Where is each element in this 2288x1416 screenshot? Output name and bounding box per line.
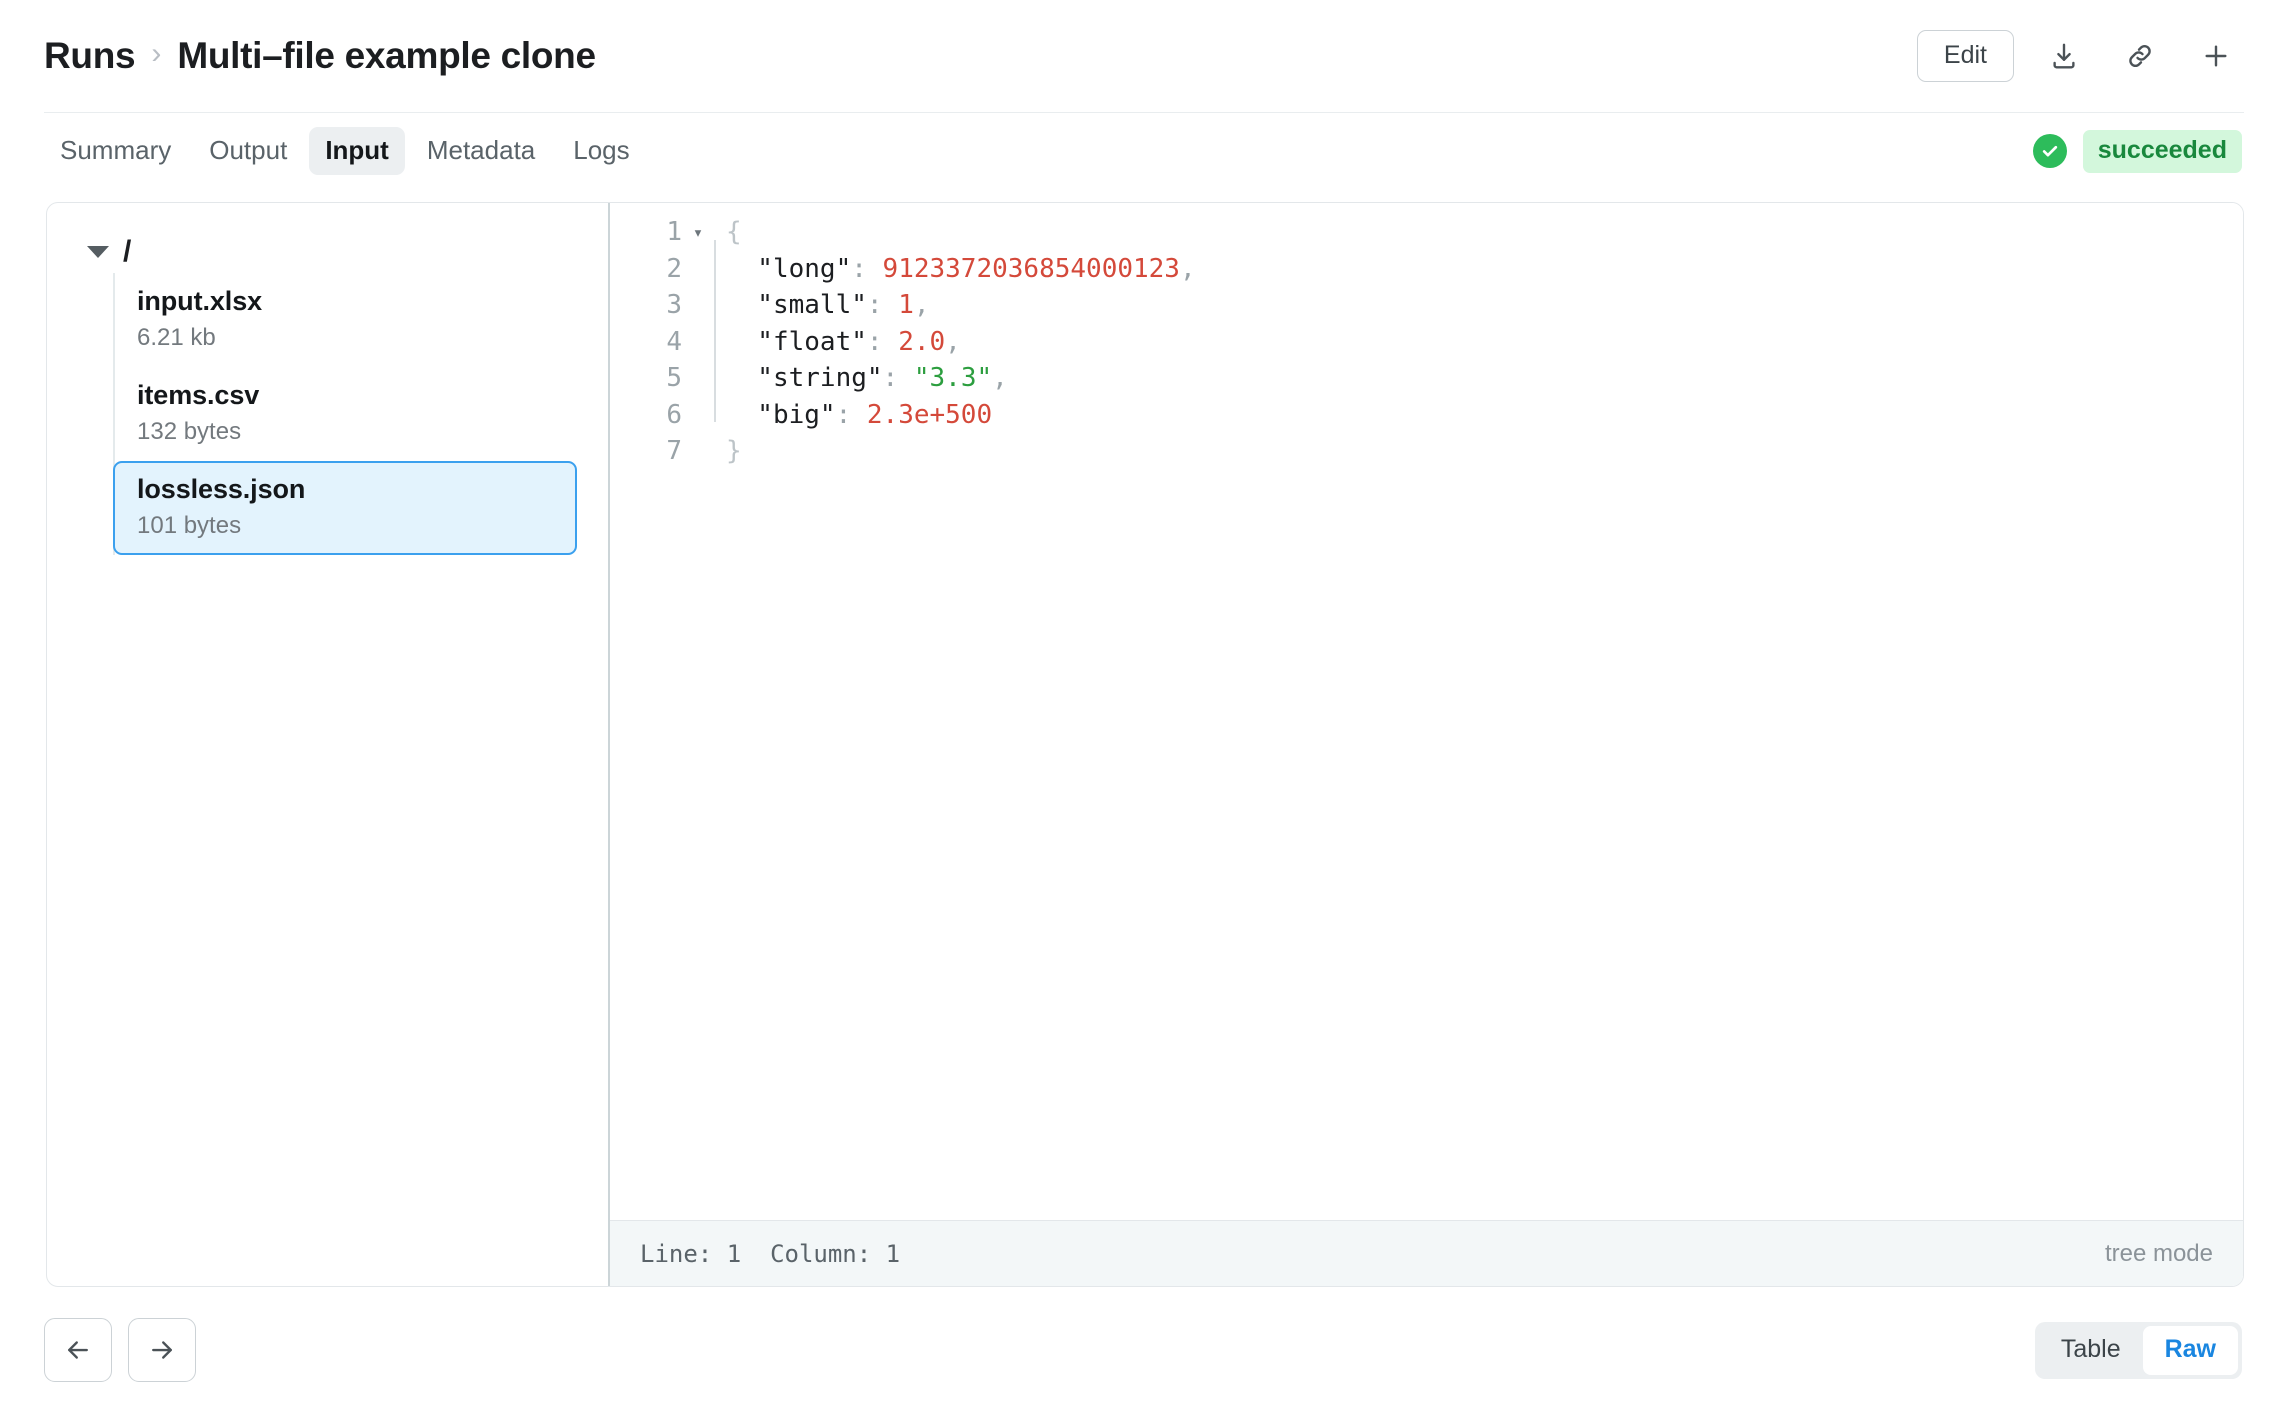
cursor-position: Line: 1 Column: 1 bbox=[640, 1240, 900, 1268]
token-num: 1 bbox=[882, 290, 914, 320]
run-status: succeeded bbox=[2032, 129, 2242, 173]
indent-guide bbox=[714, 240, 716, 422]
editor-mode[interactable]: tree mode bbox=[2104, 1239, 2213, 1267]
token-comma: , bbox=[992, 363, 1008, 393]
file-item-items-csv[interactable]: items.csv 132 bytes bbox=[113, 367, 608, 461]
code-text: "float": 2.0, bbox=[714, 327, 961, 357]
chevron-down-icon[interactable] bbox=[87, 246, 109, 258]
token-key: "string" bbox=[726, 363, 883, 393]
tab-summary[interactable]: Summary bbox=[60, 135, 172, 166]
file-item-input-xlsx[interactable]: input.xlsx 6.21 kb bbox=[113, 273, 608, 367]
code-line: 5 "string": "3.3", bbox=[610, 363, 2243, 400]
status-badge: succeeded bbox=[2082, 129, 2242, 173]
header-divider bbox=[44, 112, 2244, 113]
check-circle-icon bbox=[2032, 134, 2067, 168]
token-comma: , bbox=[1179, 253, 1196, 284]
file-tree-root-label: / bbox=[123, 235, 132, 268]
token-key: "big" bbox=[726, 399, 836, 430]
line-number: 5 bbox=[666, 363, 682, 393]
token-num: 9123372036854000123 bbox=[866, 253, 1180, 284]
edit-button[interactable]: Edit bbox=[1916, 30, 2014, 82]
token-comma: , bbox=[913, 290, 930, 320]
tab-logs[interactable]: Logs bbox=[573, 135, 630, 166]
code-text: } bbox=[714, 436, 742, 466]
code-text: "small": 1, bbox=[714, 290, 930, 320]
file-tree-children: input.xlsx 6.21 kb items.csv 132 bytes l… bbox=[113, 273, 608, 555]
tab-output[interactable]: Output bbox=[209, 135, 288, 166]
file-name: input.xlsx bbox=[137, 286, 263, 316]
file-tree-root[interactable]: / bbox=[47, 231, 608, 273]
view-toggle-table[interactable]: Table bbox=[2060, 1334, 2121, 1363]
download-icon[interactable] bbox=[2038, 30, 2090, 82]
code-text: "big": 2.3e+500 bbox=[714, 400, 992, 430]
token-colon: : bbox=[866, 326, 883, 357]
token-colon: : bbox=[851, 253, 867, 284]
tab-metadata[interactable]: Metadata bbox=[426, 135, 536, 166]
page-title: Multi–file example clone bbox=[177, 35, 596, 76]
file-name: lossless.json bbox=[137, 473, 306, 504]
view-toggle-raw[interactable]: Raw bbox=[2142, 1325, 2238, 1375]
token-colon: : bbox=[866, 290, 883, 320]
token-colon: : bbox=[835, 399, 852, 430]
breadcrumb-root-link[interactable]: Runs bbox=[44, 35, 136, 76]
tab-input[interactable]: Input bbox=[309, 127, 405, 175]
token-brace: } bbox=[726, 436, 742, 466]
token-num: 2.3e+500 bbox=[851, 399, 993, 430]
token-num: 2.0 bbox=[882, 326, 946, 357]
line-number: 4 bbox=[666, 326, 682, 357]
breadcrumb-separator-icon: › bbox=[151, 37, 162, 70]
page-header: Runs › Multi–file example clone Edit bbox=[0, 0, 2288, 112]
link-icon[interactable] bbox=[2114, 30, 2166, 82]
code-line: 4 "float": 2.0, bbox=[610, 327, 2243, 364]
line-number: 2 bbox=[666, 253, 682, 284]
breadcrumb: Runs › Multi–file example clone bbox=[44, 35, 596, 77]
code-line: 1 ▾ { bbox=[610, 217, 2243, 254]
token-key: "long" bbox=[726, 253, 852, 284]
token-brace: { bbox=[726, 217, 742, 247]
arrow-left-icon[interactable] bbox=[44, 1318, 112, 1382]
line-number: 6 bbox=[666, 399, 682, 430]
file-item-lossless-json[interactable]: lossless.json 101 bytes bbox=[113, 460, 577, 555]
column-indicator: Column: 1 bbox=[770, 1239, 901, 1268]
tab-list: Summary Output Input Metadata Logs bbox=[44, 127, 646, 175]
code-area[interactable]: 1▾{2 "long": 9123372036854000123,3 "smal… bbox=[610, 203, 2243, 1220]
arrow-right-icon[interactable] bbox=[128, 1318, 196, 1382]
token-key: "float" bbox=[726, 326, 867, 357]
code-line: 7} bbox=[610, 436, 2243, 473]
file-name: items.csv bbox=[137, 379, 260, 410]
code-line-list: 1▾{2 "long": 9123372036854000123,3 "smal… bbox=[610, 217, 2243, 473]
file-size: 101 bytes bbox=[137, 511, 242, 539]
code-text: { bbox=[714, 217, 742, 247]
code-text: "long": 9123372036854000123, bbox=[714, 253, 1196, 284]
token-str: "3.3" bbox=[898, 363, 993, 393]
view-toggle: Table Raw bbox=[2034, 1321, 2242, 1379]
token-comma: , bbox=[945, 326, 961, 357]
fold-triangle-icon[interactable]: ▾ bbox=[692, 223, 704, 243]
file-size: 132 bytes bbox=[137, 417, 242, 445]
page-footer: Table Raw bbox=[0, 1287, 2288, 1405]
json-editor: 1▾{2 "long": 9123372036854000123,3 "smal… bbox=[610, 203, 2243, 1286]
content-panel: / input.xlsx 6.21 kb items.csv 132 bytes… bbox=[46, 202, 2244, 1287]
line-number: 7 bbox=[666, 436, 682, 466]
token-key: "small" bbox=[726, 290, 867, 320]
file-tree-sidebar: / input.xlsx 6.21 kb items.csv 132 bytes… bbox=[47, 203, 610, 1286]
file-size: 6.21 kb bbox=[137, 323, 216, 351]
line-indicator: Line: 1 bbox=[640, 1239, 742, 1268]
code-line: 2 "long": 9123372036854000123, bbox=[610, 254, 2243, 291]
code-line: 3 "small": 1, bbox=[610, 290, 2243, 327]
line-number: 1 bbox=[666, 217, 682, 247]
plus-icon[interactable] bbox=[2190, 30, 2242, 82]
line-number: 3 bbox=[666, 290, 682, 320]
pagination-controls bbox=[44, 1318, 196, 1382]
editor-statusbar: Line: 1 Column: 1 tree mode bbox=[610, 1220, 2243, 1286]
header-actions: Edit bbox=[1916, 30, 2242, 82]
code-line: 6 "big": 2.3e+500 bbox=[610, 400, 2243, 437]
tab-bar: Summary Output Input Metadata Logs succe… bbox=[0, 113, 2288, 189]
code-text: "string": "3.3", bbox=[714, 363, 1008, 393]
token-colon: : bbox=[882, 363, 899, 393]
